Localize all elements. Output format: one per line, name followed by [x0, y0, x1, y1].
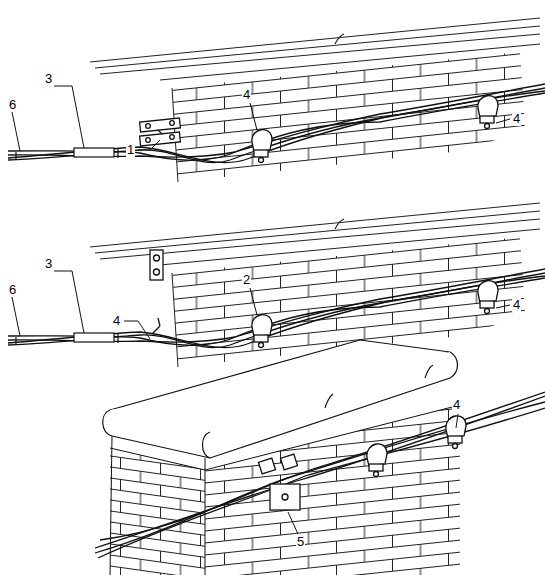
leader-lines: [12, 271, 510, 339]
callout-number: 4: [512, 112, 521, 126]
leader-lines: [12, 86, 510, 151]
anchor-bracket: [150, 250, 163, 334]
callout-number: 4: [452, 398, 461, 412]
cable-bundle: [95, 392, 545, 558]
callout-number: 3: [44, 72, 53, 86]
anchor-plate: [140, 118, 181, 146]
callout-number: 3: [44, 257, 53, 271]
callout-number: 2: [242, 273, 251, 287]
building-corner: [103, 340, 460, 575]
clamps: [258, 416, 466, 510]
callout-number: 6: [8, 283, 17, 297]
callout-number: 1: [126, 143, 135, 157]
callout-number: 4: [112, 314, 121, 328]
callout-number: 5: [296, 535, 305, 549]
callout-number: 4: [512, 298, 521, 312]
leader-lines: [288, 414, 458, 534]
callout-number: 6: [8, 98, 17, 112]
callout-number: 4: [242, 88, 251, 102]
